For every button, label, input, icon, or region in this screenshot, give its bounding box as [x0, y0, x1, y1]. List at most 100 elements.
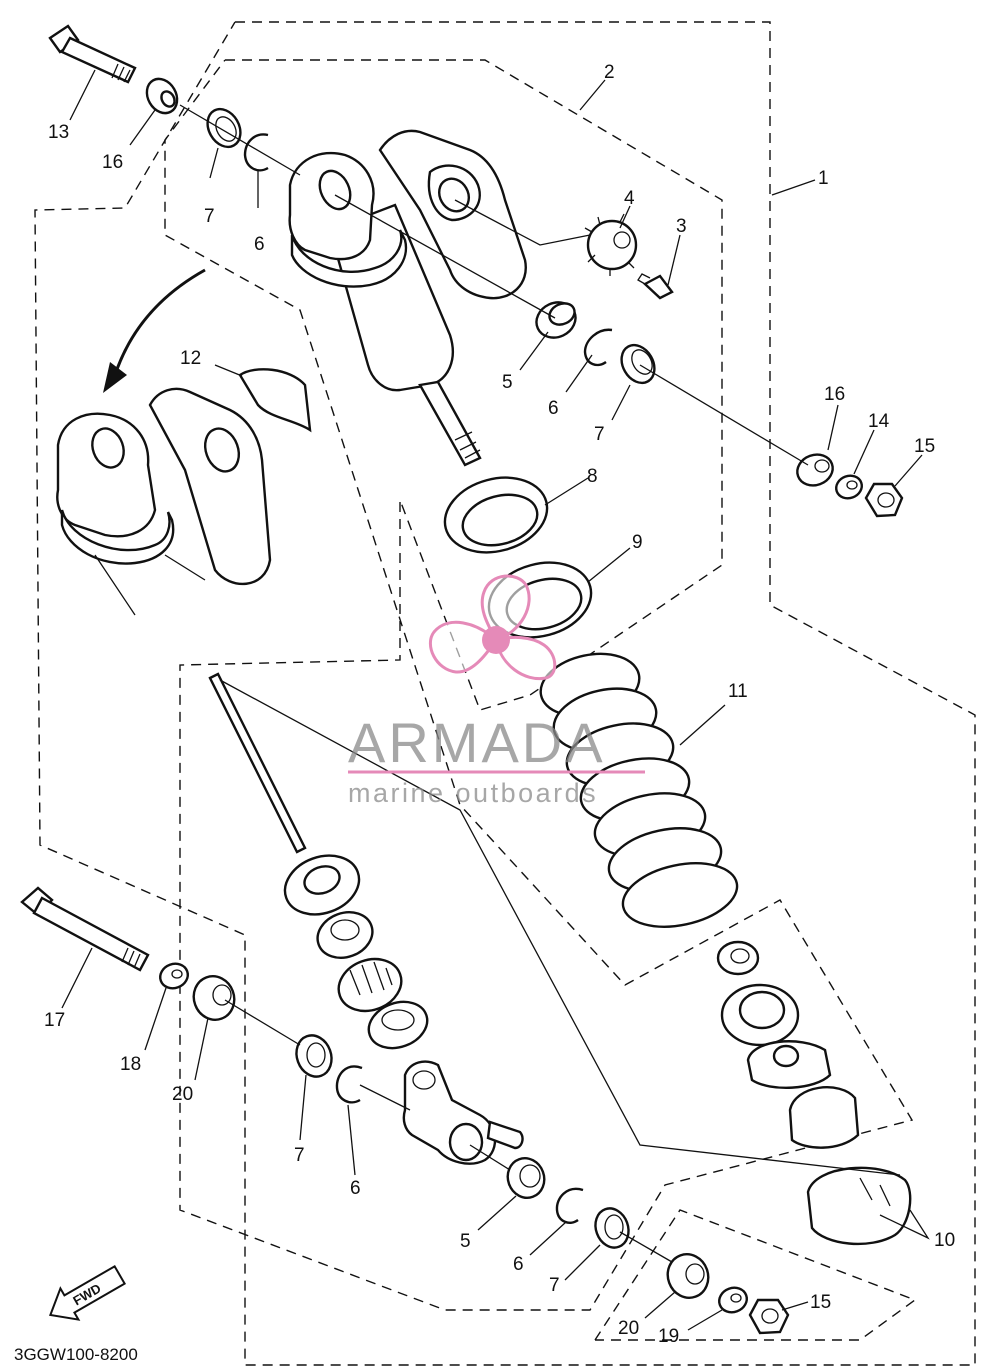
leader-3 — [667, 234, 681, 286]
callout-19: 19 — [658, 1326, 679, 1347]
ring-nut-8-inner — [461, 493, 539, 547]
bush-5-upper-face — [548, 302, 576, 326]
bearing-7-upper-inner — [215, 116, 237, 142]
propeller-hub — [482, 626, 510, 654]
callout-16a: 16 — [102, 152, 123, 173]
leader-9 — [587, 547, 631, 583]
bump-stop-cap — [716, 940, 760, 976]
callout-6a: 6 — [548, 398, 559, 419]
nut-15-lower-hole — [761, 1308, 779, 1324]
leader-8 — [544, 477, 589, 506]
adjuster-gear-4-teeth — [584, 213, 635, 276]
bearing-cage — [337, 957, 403, 1013]
leader-11 — [679, 704, 726, 746]
spring-seat-upper — [290, 229, 408, 288]
leader-13 — [69, 69, 96, 121]
bolt-17-threads — [121, 947, 141, 969]
rotation-arrow — [113, 268, 206, 376]
bump-stop-cone — [788, 1086, 860, 1149]
axis-upper-eye — [334, 194, 556, 319]
propeller-blade — [428, 620, 498, 674]
upper-small-parts — [48, 24, 904, 518]
diagram-code: 3GGW100-8200 — [14, 1345, 138, 1364]
leader-15a — [894, 454, 923, 487]
alt-reservoir — [148, 387, 272, 585]
bearing-7-lower-right-inner — [604, 1214, 624, 1240]
boundary-lower-hardware — [594, 1209, 917, 1341]
callout-17: 17 — [44, 1010, 65, 1031]
leader-1 — [771, 179, 816, 196]
nut-15-upper — [864, 482, 904, 518]
callout-12: 12 — [180, 348, 201, 369]
callout-16b: 16 — [824, 384, 845, 405]
shock-absorber-upper — [288, 129, 527, 467]
leader-7a — [209, 147, 219, 179]
circlip-6-mid — [583, 328, 613, 367]
watermark-title: ARMADA — [348, 711, 606, 774]
bearing-7-lower-left — [295, 1034, 333, 1078]
callout-7a: 7 — [204, 206, 215, 227]
axis-upper-left — [179, 104, 301, 176]
bump-rubber-small — [772, 1044, 800, 1068]
boundary-assembly-1 — [34, 21, 976, 1366]
axis-upper-adjuster — [454, 199, 591, 246]
adjuster-gear-4 — [586, 219, 638, 271]
washer-14 — [835, 474, 863, 500]
nut-15-lower — [748, 1298, 790, 1335]
leader-lines — [61, 69, 930, 1331]
bolt-17-head — [20, 886, 54, 917]
leader-5b — [477, 1195, 517, 1231]
circlip-6-lower-right — [555, 1187, 584, 1224]
callout-11: 11 — [728, 681, 748, 702]
collar-20-left-hole — [212, 984, 232, 1006]
leader-6d — [529, 1221, 567, 1256]
shock-absorber-alt-view — [56, 268, 312, 616]
leader-7b — [611, 384, 631, 421]
callout-20b: 20 — [618, 1318, 639, 1339]
collar-16-right-hole — [814, 459, 830, 473]
bearing-7-mid — [620, 343, 656, 385]
collar-20-right — [666, 1253, 710, 1299]
leader-10 — [879, 1209, 930, 1240]
lower-adjuster — [412, 1070, 436, 1090]
screw-3 — [642, 274, 674, 300]
lower-eye-hole — [448, 1122, 484, 1162]
needle-rod — [208, 672, 307, 854]
callout-1: 1 — [818, 168, 829, 189]
callout-9: 9 — [632, 532, 643, 553]
callout-3: 3 — [676, 216, 687, 237]
callout-6d: 6 — [513, 1254, 524, 1275]
leader-18 — [144, 987, 167, 1051]
bearing-7-upper — [206, 107, 242, 149]
nut-15-upper-hole — [877, 492, 895, 508]
callout-7b: 7 — [594, 424, 605, 445]
axis-lower-far-right — [619, 1231, 673, 1263]
washer-14-hole — [846, 480, 858, 490]
leader-7c — [299, 1074, 307, 1141]
bolt-13-shank — [60, 36, 137, 84]
axis-lower-right — [469, 1144, 511, 1171]
callout-5b: 5 — [460, 1231, 471, 1252]
callout-numbers: 1 2 3 4 5 5 6 6 6 6 7 7 7 7 8 9 10 11 12… — [44, 62, 955, 1347]
piston-rod — [418, 380, 482, 467]
bush-5-lower — [506, 1157, 546, 1199]
reservoir-cover-12 — [238, 368, 312, 433]
callout-4: 4 — [624, 188, 635, 209]
lower-left-hardware — [20, 886, 236, 1021]
leader-20a — [194, 1017, 209, 1081]
leader-6a — [565, 354, 593, 393]
bump-stop-cap-hole — [730, 948, 750, 964]
alt-reservoir-cap — [203, 427, 241, 473]
leader-6c — [347, 1104, 356, 1176]
bolt-17-shank — [32, 896, 150, 972]
alt-eye-hole — [91, 427, 125, 469]
leader-20b — [644, 1291, 676, 1319]
collar-20-right-hole — [685, 1263, 705, 1285]
washer-18-hole — [171, 969, 183, 979]
circlip-6-lower-left — [335, 1065, 363, 1104]
callout-15b: 15 — [810, 1292, 831, 1313]
leader-16b — [827, 404, 839, 451]
callout-7d: 7 — [549, 1275, 560, 1296]
washer-ring — [367, 1000, 429, 1050]
